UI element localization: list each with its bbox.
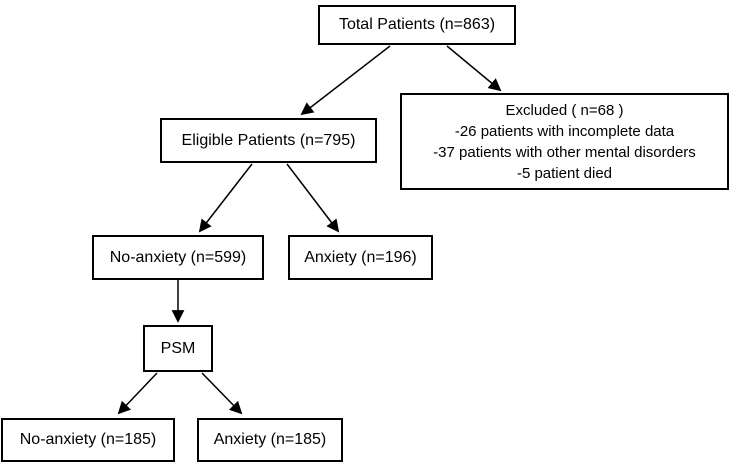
arrow-total-to-eligible (300, 45, 391, 116)
node-eligible-patients: Eligible Patients (n=795) (160, 118, 377, 163)
excluded-item-died: -5 patient died (516, 164, 613, 182)
node-no-anxiety: No-anxiety (n=599) (92, 235, 264, 280)
node-excluded: Excluded ( n=68 ) -26 patients with inco… (400, 93, 729, 190)
arrow-eligible-to-no-anxiety (198, 163, 253, 233)
arrow-eligible-to-anxiety (286, 163, 340, 233)
node-total-patients: Total Patients (n=863) (318, 5, 516, 45)
node-psm: PSM (143, 325, 213, 372)
arrow-psm-to-no-anxiety-matched (117, 372, 158, 415)
arrow-psm-to-anxiety-matched (201, 372, 243, 415)
node-no-anxiety-matched: No-anxiety (n=185) (1, 418, 175, 462)
node-anxiety-matched: Anxiety (n=185) (197, 418, 343, 462)
arrow-total-to-excluded (446, 45, 502, 92)
node-anxiety: Anxiety (n=196) (288, 235, 433, 280)
excluded-item-incomplete-data: -26 patients with incomplete data (454, 122, 675, 140)
excluded-title: Excluded ( n=68 ) (505, 101, 624, 119)
excluded-item-other-mental-disorders: -37 patients with other mental disorders (433, 143, 696, 161)
